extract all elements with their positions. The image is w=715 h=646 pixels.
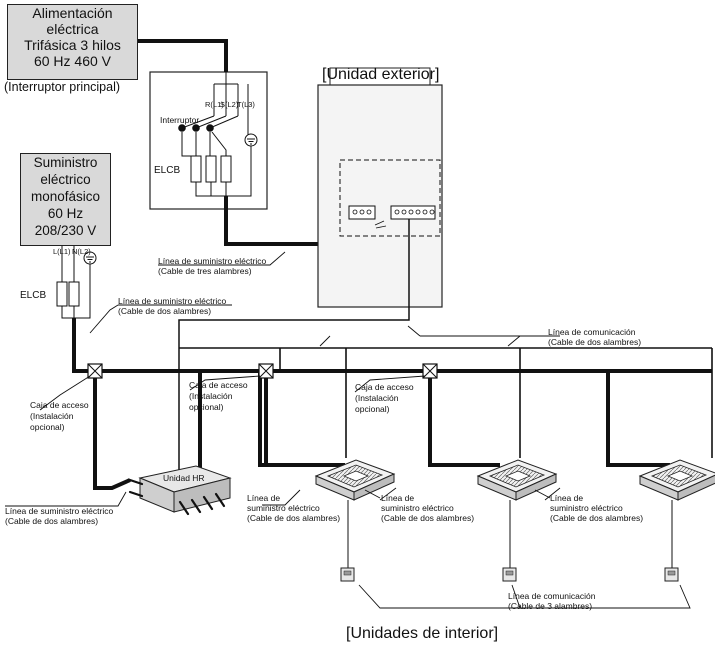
label-line: Línea de suministro eléctrico [118,296,227,306]
label-line: Caja de acceso [189,380,248,390]
label-line: opcional) [355,404,390,414]
single-supply-line: eléctrico [40,172,91,187]
supply-hr-label: Línea de suministro eléctrico (Cable de … [247,493,340,523]
label-line: Caja de acceso [355,382,414,392]
single-supply-line: monofásico [30,189,101,204]
remote-controller-icon [502,567,517,582]
label-line: Línea de comunicación [548,327,636,337]
supply-left-label: Línea de suministro eléctrico (Cable de … [5,506,113,526]
comm-2wire-label: Línea de comunicación (Cable de dos alam… [548,327,641,347]
junction-box-icon [87,363,103,379]
label-line: (Instalación [189,391,233,401]
label-line: opcional) [30,422,65,432]
junction-box-icon [258,363,274,379]
label-line: Línea de suministro eléctrico [158,256,267,266]
switch-label: Interruptor [160,115,200,125]
label-line: (Cable de dos alambres) [5,516,99,526]
single-supply-line: 60 Hz [47,206,84,221]
elcb-main-label: ELCB [154,165,181,176]
main-supply-line: eléctrica [46,21,99,37]
main-supply-box: Alimentación eléctrica Trifásica 3 hilos… [7,4,138,80]
label-line: opcional) [189,402,224,412]
terminal-s-label: S(L2) [220,100,239,109]
label-line: Caja de acceso [30,400,89,410]
supply-2wire-top-label: Línea de suministro eléctrico (Cable de … [118,296,226,316]
label-line: Línea de [381,493,415,503]
label-line: (Instalación [30,411,74,421]
label-line: Línea de [550,493,584,503]
label-line: (Cable de dos alambres) [548,337,642,347]
terminal-l-label: L(L1) [53,247,71,256]
junction-box-icon [422,363,438,379]
supply-idu2-label: Línea de suministro eléctrico (Cable de … [550,493,643,523]
access-box-2-label: Caja de acceso (Instalación opcional) [189,380,248,413]
label-line: (Cable de 3 alambres) [508,601,593,611]
label-line: Línea de comunicación [508,591,596,601]
hr-unit-label: Unidad HR [163,473,205,483]
label-line: Línea de suministro eléctrico [5,506,114,516]
label-line: (Cable de dos alambres) [118,306,212,316]
indoor-units-heading: [Unidades de interior] [346,625,499,642]
terminal-n-label: N(L2) [72,247,91,256]
label-line: suministro eléctrico [247,503,320,513]
label-line: (Instalación [355,393,399,403]
remote-controller-icon [664,567,679,582]
single-supply-box: Suministro eléctrico monofásico 60 Hz 20… [20,153,111,246]
remote-controller-icon [340,567,355,582]
main-supply-line: 60 Hz 460 V [33,53,112,69]
elcb-single-label: ELCB [20,290,47,301]
supply-3wire-label: Línea de suministro eléctrico (Cable de … [158,256,266,276]
label-line: (Cable de dos alambres) [247,513,341,523]
label-line: (Cable de dos alambres) [381,513,475,523]
label-line: Línea de [247,493,281,503]
access-box-1-label: Caja de acceso (Instalación opcional) [30,400,89,433]
ground-icon [244,133,258,147]
single-supply-line: 208/230 V [34,223,97,238]
ground-icon [83,251,97,265]
single-supply-line: Suministro [33,155,98,170]
main-supply-line: Alimentación [32,5,113,21]
main-breaker-caption: (Interruptor principal) [4,80,121,94]
comm-3wire-label: Línea de comunicación (Cable de 3 alambr… [508,591,595,611]
main-supply-line: Trifásica 3 hilos [24,37,121,53]
label-line: suministro eléctrico [550,503,623,513]
terminal-r-label: R(L1) [205,100,224,109]
access-box-3-label: Caja de acceso (Instalación opcional) [355,382,414,415]
label-line: (Cable de tres alambres) [158,266,252,276]
label-line: (Cable de dos alambres) [550,513,644,523]
supply-idu1-label: Línea de suministro eléctrico (Cable de … [381,493,474,523]
label-line: suministro eléctrico [381,503,454,513]
outdoor-unit-heading: [Unidad exterior] [322,66,440,83]
terminal-t-label: T(L3) [237,100,255,109]
